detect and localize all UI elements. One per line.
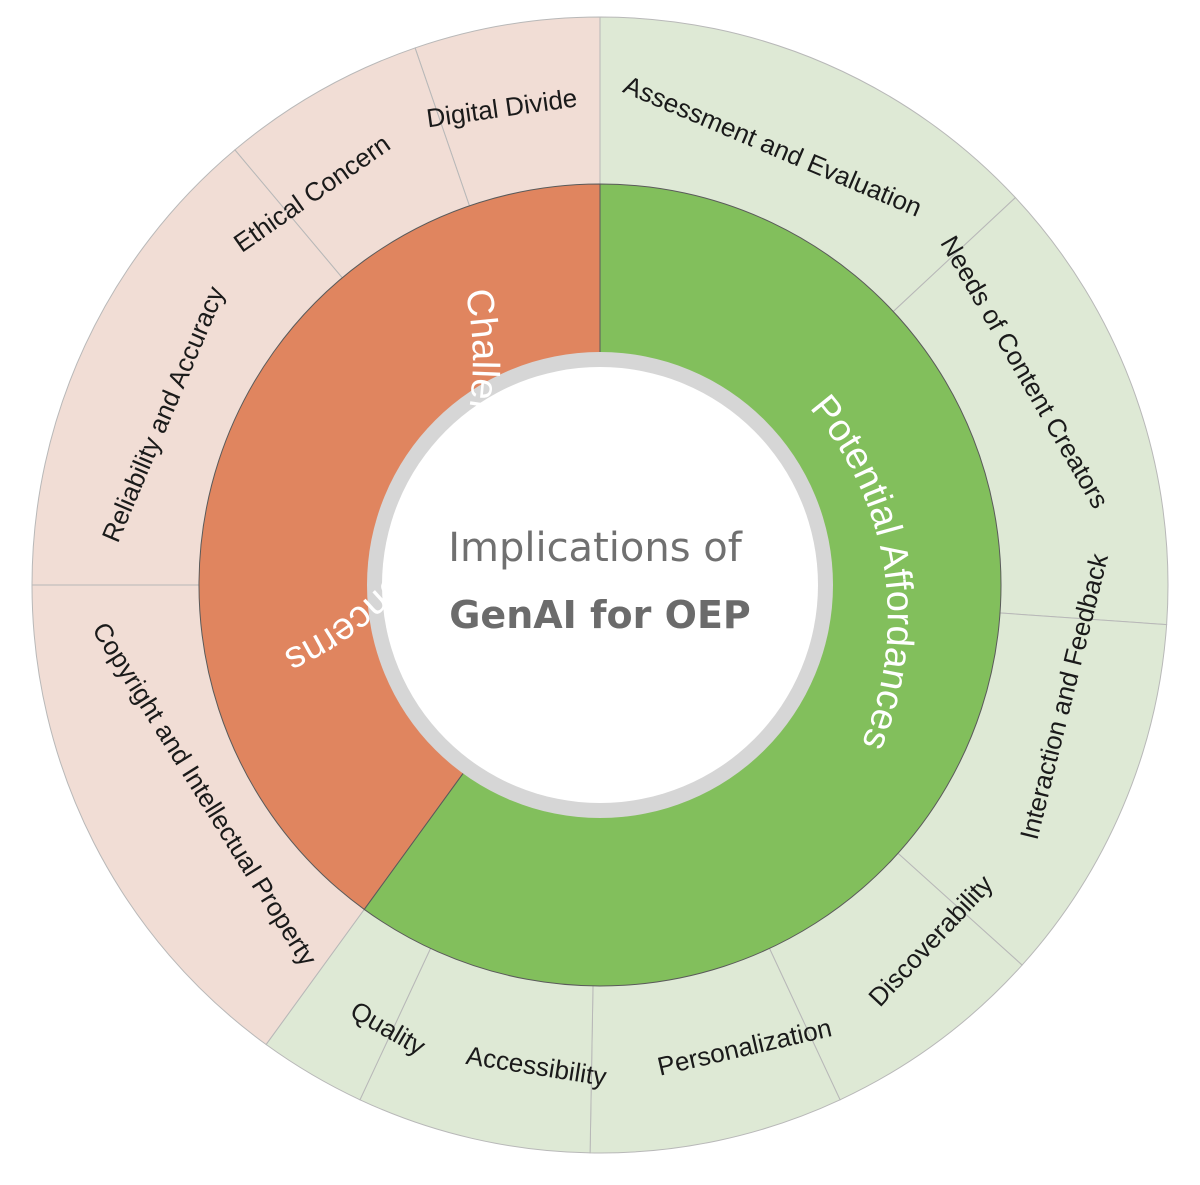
outer-ring: [31, 16, 1169, 1154]
center-circle: [382, 367, 818, 803]
center-title-line2: GenAI for OEP: [449, 593, 751, 637]
center-title-line1: Implications of: [448, 525, 743, 571]
